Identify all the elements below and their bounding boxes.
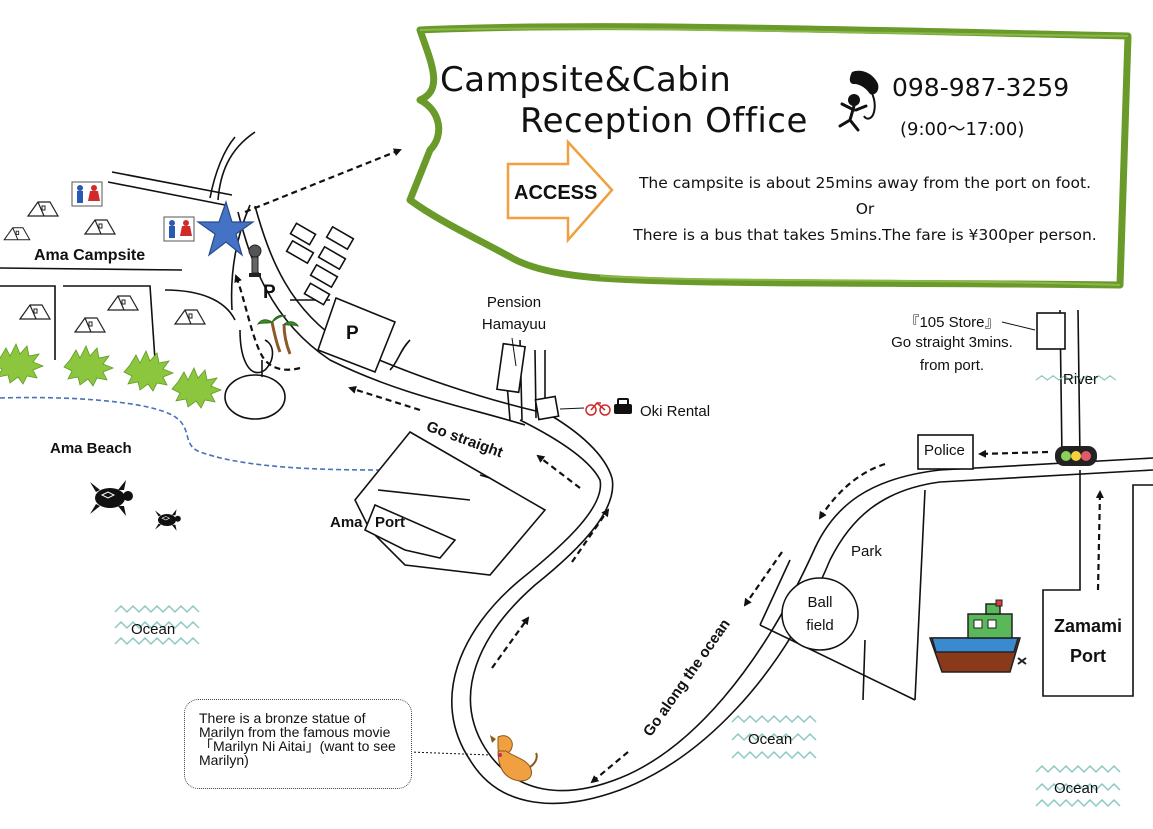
pension-building bbox=[496, 342, 526, 394]
river-label: River bbox=[1063, 371, 1099, 388]
campsite-roads bbox=[0, 131, 541, 426]
car-icon bbox=[614, 398, 632, 414]
access-arrow bbox=[506, 138, 614, 244]
traffic-light-icon bbox=[1055, 446, 1097, 466]
access-label: ACCESS bbox=[514, 182, 598, 204]
store-label-line3: from port. bbox=[919, 357, 985, 374]
ocean-label-3: Ocean bbox=[1054, 780, 1099, 797]
zamami-port-label-line1: Zamami bbox=[1053, 616, 1123, 636]
phone-icon bbox=[838, 70, 879, 132]
ama-port bbox=[354, 430, 547, 576]
park-label: Park bbox=[851, 543, 882, 560]
phone-number: 098-987-3259 bbox=[892, 73, 1070, 102]
toilet-icon bbox=[71, 181, 103, 207]
office-title-line2: Reception Office bbox=[520, 101, 808, 141]
zamami-port-label-line2: Port bbox=[1070, 646, 1106, 666]
police-label: Police bbox=[924, 442, 965, 459]
reception-star-icon bbox=[196, 200, 255, 257]
bicycle-icon bbox=[585, 401, 611, 416]
parking-lots bbox=[285, 222, 397, 374]
turtle-icon bbox=[89, 479, 134, 517]
beach-label: Ama Beach bbox=[50, 440, 132, 457]
pension-label-line1: Pension bbox=[486, 294, 542, 311]
coastline bbox=[0, 396, 381, 471]
main-road bbox=[450, 309, 1153, 805]
parking-label-1: P bbox=[263, 282, 276, 303]
palm-tree-icon bbox=[257, 314, 299, 355]
ball-field-label-line2: field bbox=[806, 617, 834, 634]
store-label-line1: 『105 Store』 bbox=[904, 314, 1000, 331]
police-building bbox=[917, 434, 974, 470]
route-arrows bbox=[234, 148, 1104, 784]
bush-icons bbox=[0, 343, 222, 409]
ocean-label-1: Ocean bbox=[131, 621, 176, 638]
toilet-icon bbox=[163, 216, 195, 242]
bus-stop-icon bbox=[248, 244, 262, 277]
pension-label-line2: Hamayuu bbox=[481, 316, 547, 333]
office-title-line1: Campsite&Cabin bbox=[440, 60, 732, 100]
campsite-label: Ama Campsite bbox=[34, 247, 146, 264]
pointer-lines bbox=[409, 321, 1036, 756]
access-line1: The campsite is about 25mins away from t… bbox=[638, 174, 1092, 192]
boat-icon bbox=[928, 599, 1027, 673]
rental-label: Oki Rental bbox=[640, 403, 711, 420]
roundabout bbox=[224, 374, 286, 420]
parking-label-2: P bbox=[346, 323, 359, 344]
ball-field bbox=[781, 577, 859, 651]
ball-field-label-line1: Ball bbox=[807, 594, 833, 611]
dog-icon bbox=[490, 735, 538, 782]
ocean-label-2: Ocean bbox=[748, 731, 793, 748]
access-line3: There is a bus that takes 5mins.The fare… bbox=[633, 226, 1097, 244]
port-label: Ama Port bbox=[330, 514, 406, 531]
office-frame bbox=[406, 23, 1132, 289]
store-building bbox=[1036, 312, 1066, 350]
office-hours: (9:00～17:00) bbox=[900, 119, 1025, 140]
store-label-line2: Go straight 3mins. bbox=[891, 334, 1013, 351]
turtle-icon bbox=[154, 508, 182, 532]
statue-note: There is a bronze statue of Marilyn from… bbox=[199, 710, 396, 768]
access-line2: Or bbox=[855, 200, 875, 218]
statue-callout bbox=[184, 699, 412, 789]
rental-building bbox=[534, 395, 560, 421]
